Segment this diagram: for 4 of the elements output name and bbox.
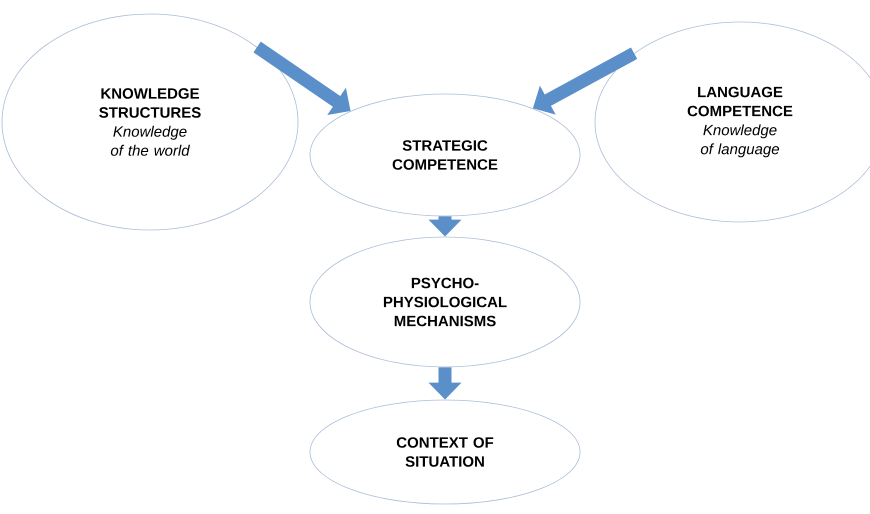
- ellipse-node: STRATEGIC COMPETENCE: [310, 94, 580, 216]
- ellipse-node: CONTEXT OF SITUATION: [310, 400, 580, 504]
- ellipse-node: PSYCHO- PHYSIOLOGICAL MECHANISMS: [310, 236, 580, 368]
- ellipse-node: KNOWLEDGE STRUCTURES Knowledge of the world: [2, 14, 298, 230]
